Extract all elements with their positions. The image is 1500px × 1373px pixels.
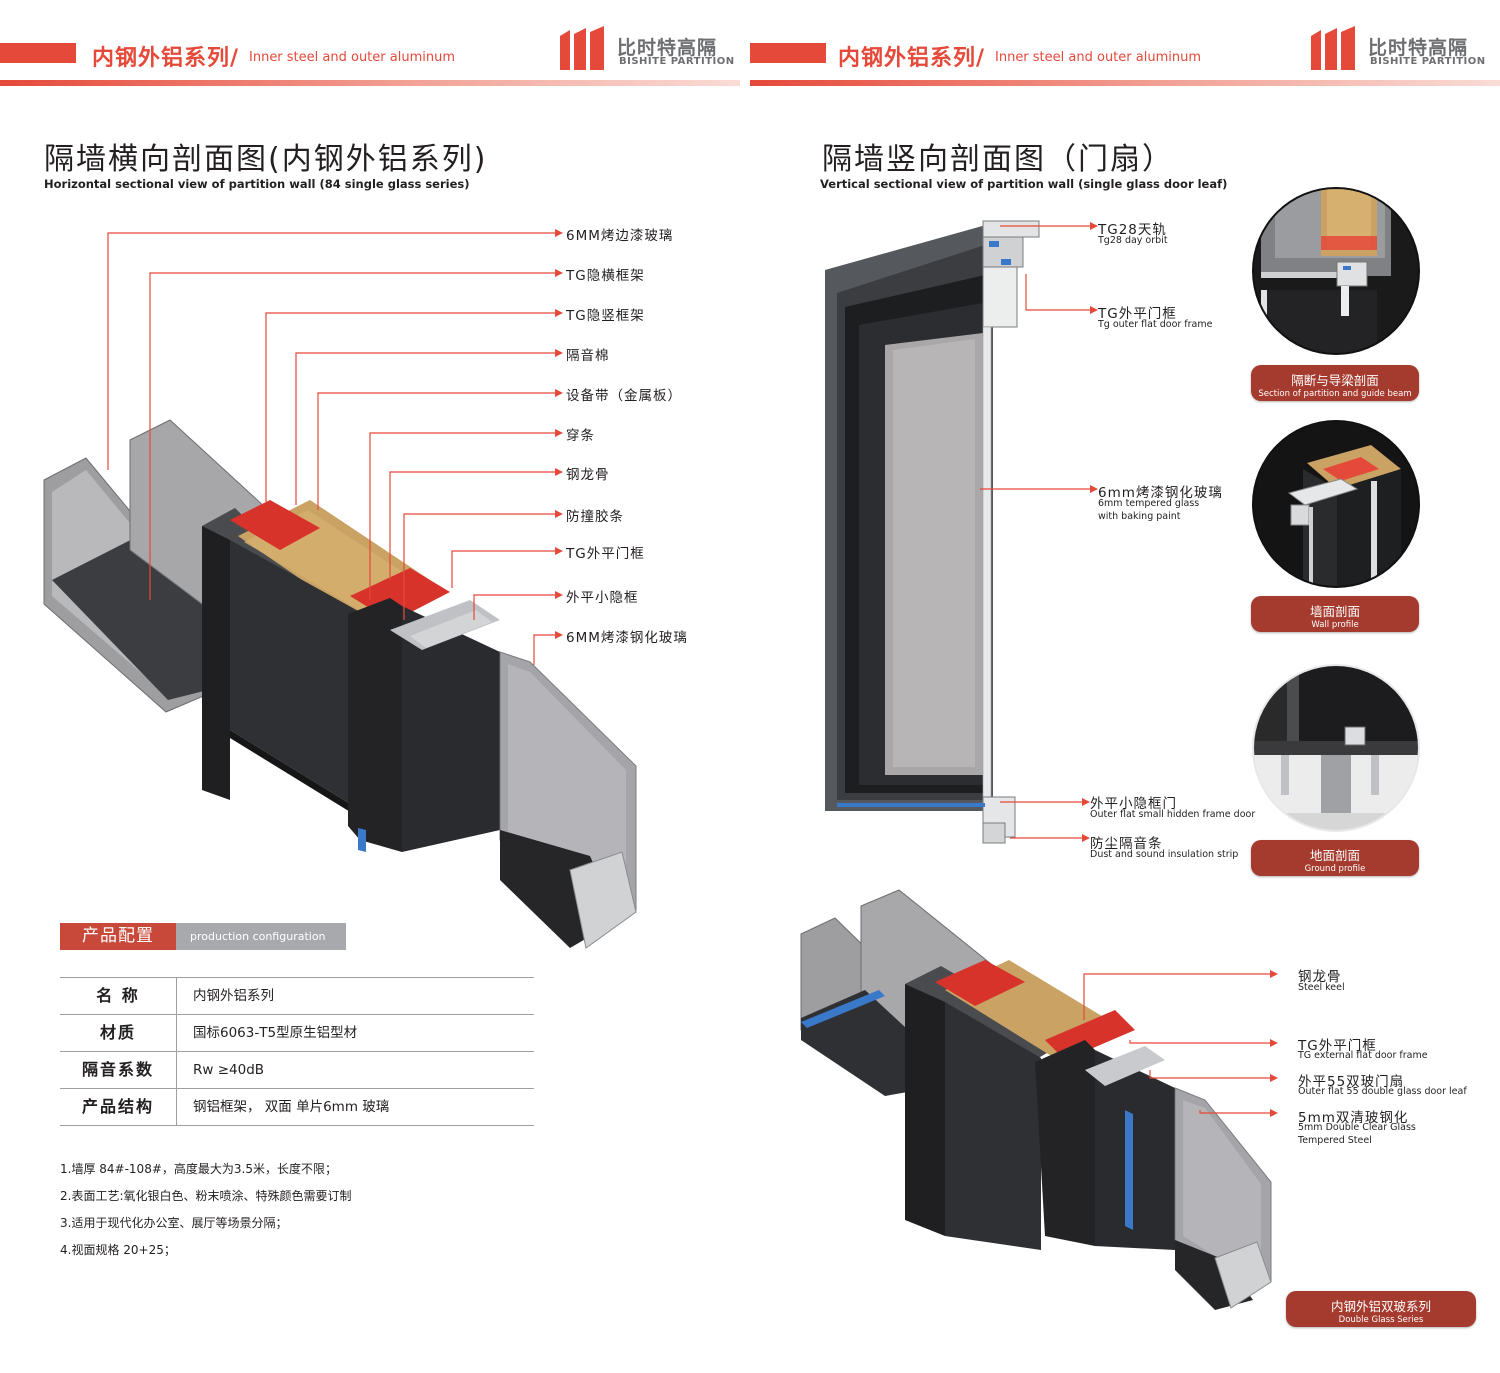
bottom-callout-4-cn: 5mm双清玻钢化 xyxy=(1298,1110,1409,1126)
bottom-callout-3-en: Outer flat 55 double glass door leaf xyxy=(1298,1086,1467,1097)
right-leader-lines xyxy=(980,222,1098,842)
table-divider xyxy=(176,1052,177,1088)
left-callout-4: 隔音棉 xyxy=(566,348,610,364)
detail-circle-wall xyxy=(1252,420,1420,588)
table-key: 名 称 xyxy=(96,986,140,1005)
vertical-section-illustration xyxy=(825,220,1040,844)
right-callout-3-cn: 6mm烤漆钢化玻璃 xyxy=(1098,485,1223,501)
header-right-rule xyxy=(750,80,1500,86)
header-right-series-en: Inner steel and outer aluminum xyxy=(995,50,1201,65)
brand-logo-icon xyxy=(1309,26,1357,72)
right-callout-2-cn: TG外平门框 xyxy=(1098,306,1177,322)
right-callout-1-cn: TG28天轨 xyxy=(1098,222,1167,238)
header-right-bar xyxy=(750,43,826,63)
left-leader-lines xyxy=(107,229,563,665)
header-left-brand-cn: 比时特高隔 xyxy=(617,37,718,59)
left-callout-5: 设备带（金属板） xyxy=(566,388,682,404)
table-divider xyxy=(176,1015,177,1051)
badge-ground-en: Ground profile xyxy=(1304,864,1366,874)
table-row: 名 称 内钢外铝系列 xyxy=(60,978,534,1015)
table-key: 产品结构 xyxy=(81,1097,154,1116)
table-key: 材质 xyxy=(99,1023,136,1042)
badge-wall: 墙面剖面 Wall profile xyxy=(1251,596,1419,632)
table-value: Rw ≥40dB xyxy=(193,1062,265,1078)
bottom-callout-2-cn: TG外平门框 xyxy=(1298,1038,1377,1054)
bottom-callout-4-en: 5mm Double Clear Glass xyxy=(1298,1122,1416,1133)
note-2: 2.表面工艺:氧化银白色、粉末喷涂、特殊颜色需要订制 xyxy=(60,1189,352,1203)
table-top-rule xyxy=(60,977,534,978)
right-callout-3-en2: with baking paint xyxy=(1098,511,1181,522)
left-callout-6: 穿条 xyxy=(566,428,595,444)
left-callout-7: 钢龙骨 xyxy=(566,467,610,483)
badge-guide-beam-cn: 隔断与导梁剖面 xyxy=(1291,373,1379,388)
table-row: 产品结构 钢铝框架， 双面 单片6mm 玻璃 xyxy=(60,1089,534,1126)
right-callout-5-en: Dust and sound insulation strip xyxy=(1090,849,1239,860)
badge-double-glass-en: Double Glass Series xyxy=(1338,1315,1424,1325)
table-divider xyxy=(176,978,177,1014)
left-callout-9: TG外平门框 xyxy=(566,546,645,562)
header-right-brand-cn: 比时特高隔 xyxy=(1368,37,1469,59)
badge-ground-cn: 地面剖面 xyxy=(1309,848,1360,863)
note-3: 3.适用于现代化办公室、展厅等场景分隔； xyxy=(60,1216,288,1230)
table-value: 国标6063-T5型原生铝型材 xyxy=(193,1025,358,1041)
brand-logo-icon xyxy=(558,26,606,72)
double-glass-illustration xyxy=(800,889,1272,1310)
table-divider xyxy=(176,1089,177,1125)
bottom-callout-1-en: Steel keel xyxy=(1298,982,1345,993)
note-1: 1.墙厚 84#-108#，高度最大为3.5米，长度不限； xyxy=(60,1162,337,1176)
left-callout-2: TG隐横框架 xyxy=(566,268,645,284)
bottom-callout-3-cn: 外平55双玻门扇 xyxy=(1298,1074,1405,1090)
right-callout-1-en: Tg28 day orbit xyxy=(1098,235,1168,246)
left-callout-1: 6MM烤边漆玻璃 xyxy=(566,228,674,244)
header-left-series-cn: 内钢外铝系列/ xyxy=(92,46,240,71)
header-left-series-en: Inner steel and outer aluminum xyxy=(249,50,455,65)
right-callout-4-cn: 外平小隐框门 xyxy=(1090,796,1177,812)
badge-double-glass-cn: 内钢外铝双玻系列 xyxy=(1330,1299,1431,1314)
header-left-brand-en: BISHITE PARTITION xyxy=(619,56,735,67)
bottom-leader-lines xyxy=(1083,970,1278,1117)
bottom-callout-2-en: TG external flat door frame xyxy=(1298,1050,1428,1061)
left-title-en: Horizontal sectional view of partition w… xyxy=(44,177,470,191)
right-callout-3-en: 6mm tempered glass xyxy=(1098,498,1200,509)
table-value: 内钢外铝系列 xyxy=(193,988,274,1004)
header-left-bar xyxy=(0,43,76,63)
left-callout-8: 防撞胶条 xyxy=(566,509,624,525)
badge-wall-cn: 墙面剖面 xyxy=(1309,604,1360,619)
right-title-cn: 隔墙竖向剖面图（门扇） xyxy=(822,142,1174,177)
badge-guide-beam: 隔断与导梁剖面 Section of partition and guide b… xyxy=(1251,365,1419,401)
left-callout-11: 6MM烤漆钢化玻璃 xyxy=(566,630,688,646)
detail-circle-ground xyxy=(1252,664,1420,832)
left-callout-10: 外平小隐框 xyxy=(566,590,639,606)
table-row: 隔音系数 Rw ≥40dB xyxy=(60,1052,534,1089)
config-header-en: production configuration xyxy=(176,923,346,950)
right-callout-2-en: Tg outer flat door frame xyxy=(1098,319,1213,330)
config-header-cn: 产品配置 xyxy=(60,923,176,950)
header-right-series-cn: 内钢外铝系列/ xyxy=(838,46,986,71)
badge-guide-beam-en: Section of partition and guide beam xyxy=(1258,389,1412,399)
detail-circle-guide-beam xyxy=(1252,187,1420,355)
horizontal-section-illustration xyxy=(43,419,637,949)
table-key: 隔音系数 xyxy=(81,1060,154,1079)
badge-wall-en: Wall profile xyxy=(1311,620,1359,630)
table-row: 材质 国标6063-T5型原生铝型材 xyxy=(60,1015,534,1052)
right-callout-5-cn: 防尘隔音条 xyxy=(1090,836,1163,852)
header-right-brand-en: BISHITE PARTITION xyxy=(1370,56,1486,67)
bottom-callout-4-en2: Tempered Steel xyxy=(1298,1135,1372,1146)
note-4: 4.视面规格 20+25； xyxy=(60,1243,176,1257)
table-value: 钢铝框架， 双面 单片6mm 玻璃 xyxy=(193,1099,390,1115)
header-left-rule xyxy=(0,80,740,86)
right-callout-4-en: Outer flat small hidden frame door xyxy=(1090,809,1256,820)
left-title-cn: 隔墙横向剖面图(内钢外铝系列) xyxy=(44,142,488,177)
right-title-en: Vertical sectional view of partition wal… xyxy=(820,177,1228,191)
bottom-callout-1-cn: 钢龙骨 xyxy=(1298,969,1342,985)
badge-double-glass: 内钢外铝双玻系列 Double Glass Series xyxy=(1286,1291,1476,1327)
left-callout-3: TG隐竖框架 xyxy=(566,308,645,324)
badge-ground: 地面剖面 Ground profile xyxy=(1251,840,1419,876)
